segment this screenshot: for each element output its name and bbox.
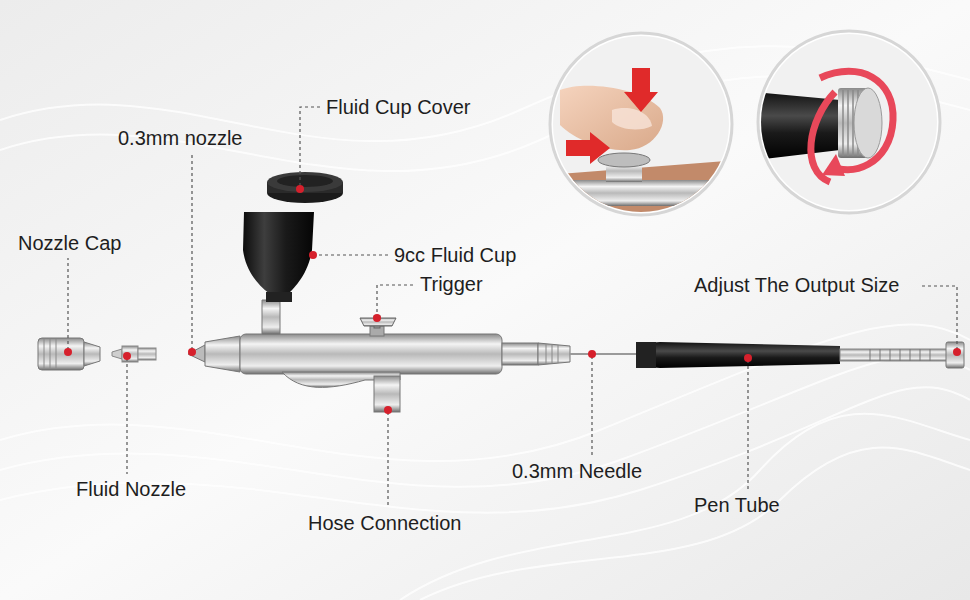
right-arrow xyxy=(566,132,610,164)
nozzle-cap xyxy=(38,338,100,370)
part-label: Pen Tube xyxy=(694,493,780,517)
pen-tube xyxy=(636,342,964,368)
fluid-nozzle xyxy=(112,346,156,362)
leader-lines xyxy=(68,107,957,508)
part-label: Adjust The Output Size xyxy=(694,273,899,297)
part-label: 0.3mm nozzle xyxy=(118,126,243,150)
part-label: Hose Connection xyxy=(308,511,461,535)
part-label: Nozzle Cap xyxy=(18,231,121,255)
part-label: 0.3mm Needle xyxy=(512,459,642,483)
part-label: 9cc Fluid Cup xyxy=(394,243,516,267)
part-label: Fluid Nozzle xyxy=(76,477,186,501)
part-label: Fluid Cup Cover xyxy=(326,95,471,119)
fluid-cup xyxy=(243,172,343,302)
callout-dots xyxy=(64,185,961,414)
down-arrow xyxy=(624,68,658,112)
rotate-arrow xyxy=(820,71,893,169)
part-label: Trigger xyxy=(420,272,483,296)
airbrush-body xyxy=(188,300,570,412)
